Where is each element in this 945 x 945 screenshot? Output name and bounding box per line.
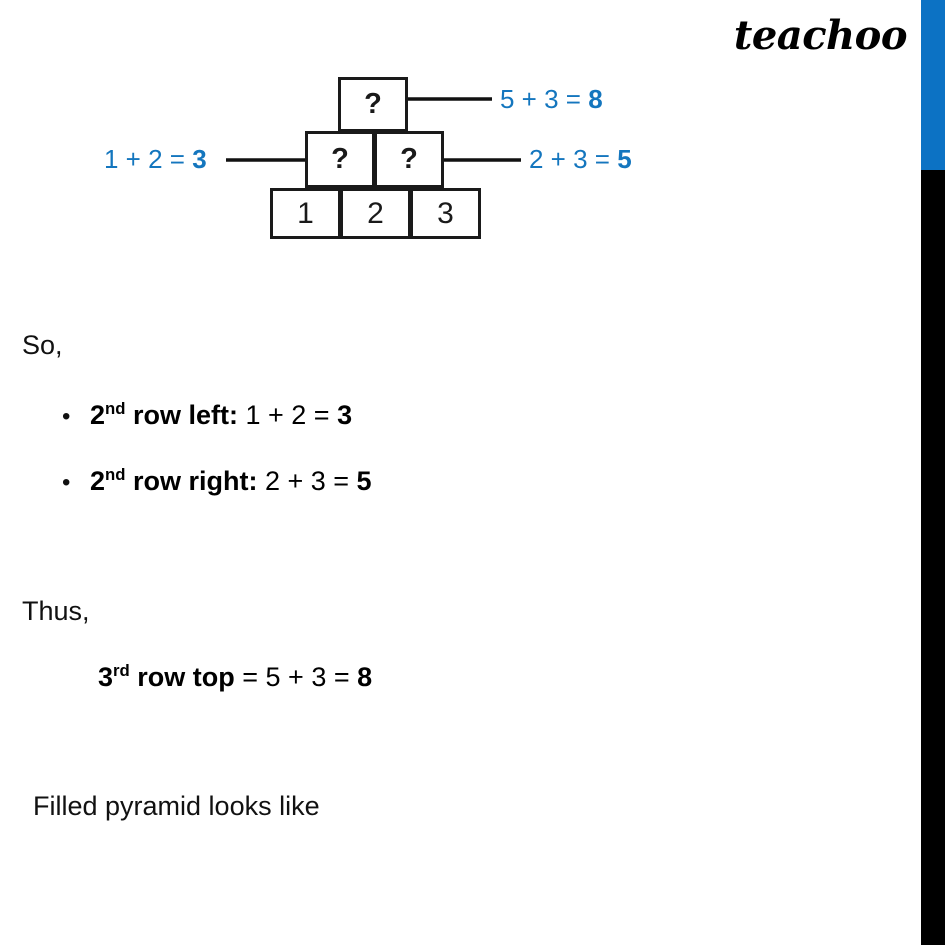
edge-bar-black	[921, 170, 945, 945]
annotation-top-result: 8	[588, 84, 603, 114]
brand-wordmark: teachoo	[733, 12, 908, 59]
conclusion-label-sup: rd	[113, 661, 130, 680]
pyramid-cell-bottom-2[interactable]: 2	[340, 188, 411, 239]
conclusion-line: 3rd row top = 5 + 3 = 8	[98, 662, 372, 693]
annotation-left: 1 + 2 = 3	[104, 146, 207, 172]
conclusion-result: 8	[357, 662, 373, 692]
bullet-1-expr: 1 + 2 =	[237, 400, 338, 430]
bullet-1-label-num: 2	[90, 400, 106, 430]
annotation-top-expr: 5 + 3 =	[500, 84, 589, 114]
conclusion-expr: = 5 + 3 =	[234, 662, 358, 692]
bullet-2-label-sup: nd	[105, 465, 126, 484]
list-item: • 2nd row left: 1 + 2 = 3	[62, 400, 352, 431]
thus-label: Thus,	[22, 596, 90, 626]
closing-text: Filled pyramid looks like	[33, 791, 320, 821]
conclusion-label-rest: row top	[129, 662, 235, 692]
annotation-top: 5 + 3 = 8	[500, 86, 603, 112]
annotation-left-expr: 1 + 2 =	[104, 144, 193, 174]
pyramid-diagram: ? ? ? 1 2 3 5 + 3 = 8 2 + 3 = 5 1 + 2 = …	[0, 0, 945, 300]
so-label: So,	[22, 330, 63, 360]
bullet-2-label-num: 2	[90, 466, 106, 496]
edge-bar-blue	[921, 0, 945, 170]
pyramid-cell-bottom-3[interactable]: 3	[410, 188, 481, 239]
bullet-1-label-rest: row left:	[125, 400, 238, 430]
annotation-right: 2 + 3 = 5	[529, 146, 632, 172]
bullet-marker-icon: •	[62, 403, 71, 430]
bullet-1-label-sup: nd	[105, 399, 126, 418]
annotation-left-result: 3	[192, 144, 207, 174]
bullet-2-expr: 2 + 3 =	[257, 466, 357, 496]
pyramid-cell-middle-left[interactable]: ?	[305, 131, 375, 188]
pyramid-cell-bottom-1[interactable]: 1	[270, 188, 341, 239]
annotation-right-result: 5	[617, 144, 632, 174]
annotation-right-expr: 2 + 3 =	[529, 144, 618, 174]
list-item: • 2nd row right: 2 + 3 = 5	[62, 466, 372, 497]
bullet-2-text: 2nd row right: 2 + 3 = 5	[90, 466, 372, 497]
pyramid-cell-middle-right[interactable]: ?	[374, 131, 444, 188]
bullet-1-result: 3	[337, 400, 353, 430]
bullet-1-text: 2nd row left: 1 + 2 = 3	[90, 400, 352, 431]
conclusion-label-num: 3	[98, 662, 114, 692]
bullet-2-result: 5	[356, 466, 372, 496]
bullet-2-label-rest: row right:	[125, 466, 258, 496]
pyramid-cell-top[interactable]: ?	[338, 77, 408, 132]
bullet-marker-icon: •	[62, 469, 71, 496]
